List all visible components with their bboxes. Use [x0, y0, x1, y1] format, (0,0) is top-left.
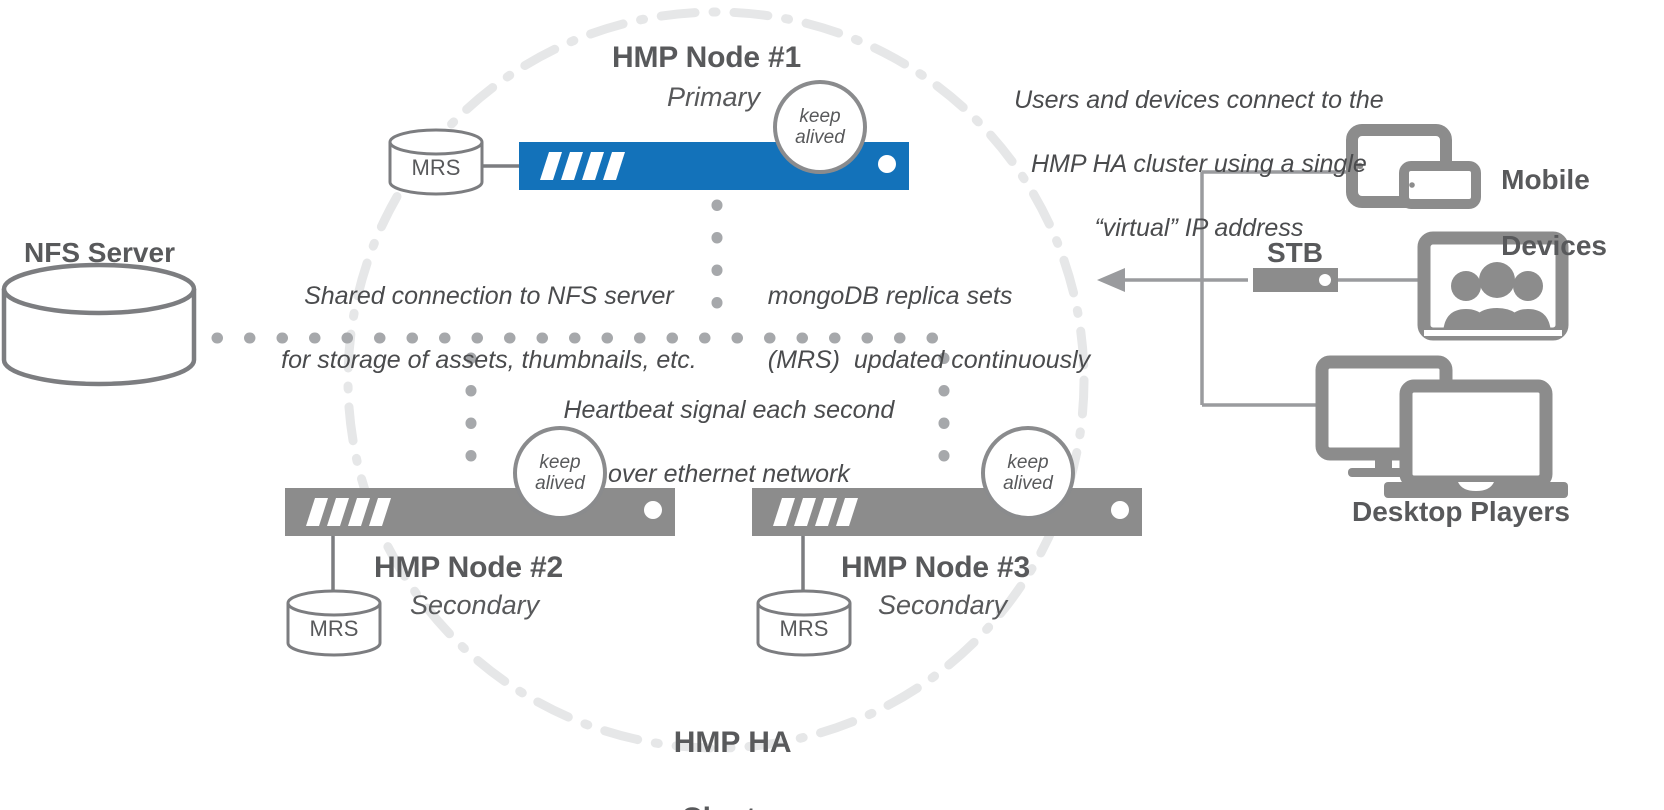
node3-mrs-label: MRS	[779, 616, 829, 641]
node3-keepalived-bubble	[981, 426, 1075, 520]
mobile-devices-label-line1: Mobile	[1501, 164, 1590, 195]
tablet-phone-icon	[1346, 124, 1481, 209]
node3-keepalived-label-line1: keep	[1007, 452, 1049, 473]
node1-keepalived-bubble	[773, 80, 867, 174]
node2-keepalived-label-line2: alived	[535, 473, 585, 494]
set-top-box-icon	[1253, 268, 1338, 292]
node1-vent-icon	[540, 152, 625, 180]
node1-title: HMP Node #1	[612, 41, 801, 74]
node1-led	[878, 155, 896, 173]
node2-keepalived-bubble	[513, 426, 607, 520]
node2-mrs-label: MRS	[309, 616, 359, 641]
nfs-server-icon	[1, 262, 197, 387]
cluster-label-line1: HMP HA	[673, 726, 792, 759]
heartbeat-annotation-line1: Heartbeat signal each second	[563, 396, 895, 424]
cluster-label-line2: Cluster	[681, 802, 784, 810]
node1-keepalived-label-line2: alived	[795, 127, 845, 148]
node2-chassis	[285, 488, 675, 536]
node3-keepalived-label-line2: alived	[1003, 473, 1053, 494]
desktop-players-label: Desktop Players	[1352, 496, 1570, 527]
node3-mrs-icon	[756, 589, 852, 657]
virtual-ip-annotation-line2: HMP HA cluster using a single	[1031, 150, 1367, 178]
node2-title: HMP Node #2	[374, 551, 563, 584]
node2-mrs-icon	[286, 589, 382, 657]
node3-chassis	[752, 488, 1142, 536]
desktop-laptop-icon	[1315, 355, 1568, 498]
nfs-shared-annotation-line1: Shared connection to NFS server	[304, 282, 674, 310]
virtual-ip-arrowhead	[1097, 268, 1125, 292]
mongo-annotation-line1: mongoDB replica sets	[767, 282, 1013, 310]
cluster-boundary-ring	[343, 7, 1089, 753]
node3-vent-icon	[773, 498, 858, 526]
node2-keepalived-label-line1: keep	[539, 452, 581, 473]
node3-role: Secondary	[878, 590, 1008, 620]
virtual-ip-annotation-line1: Users and devices connect to the	[1014, 86, 1384, 114]
node2-led	[644, 501, 662, 519]
virtual-ip-annotation-line3: “virtual” IP address	[1094, 214, 1304, 242]
node1-keepalived-label-line1: keep	[799, 106, 841, 127]
node1-role: Primary	[667, 82, 760, 112]
stb-label: STB	[1267, 237, 1323, 268]
node3-led	[1111, 501, 1129, 519]
node2-role: Secondary	[410, 590, 540, 620]
heartbeat-annotation-line2: over ethernet network	[608, 460, 850, 488]
node1-mrs-label: MRS	[411, 155, 461, 180]
nfs-shared-annotation-line2: for storage of assets, thumbnails, etc.	[281, 346, 697, 374]
node3-title: HMP Node #3	[841, 551, 1030, 584]
mobile-devices-label-line2: Devices	[1501, 230, 1607, 261]
node2-vent-icon	[306, 498, 391, 526]
tv-viewers-icon	[1417, 231, 1569, 341]
nfs-server-label: NFS Server	[24, 237, 175, 268]
node1-mrs-icon	[388, 128, 484, 196]
mongo-annotation-line2: (MRS) updated continuously	[767, 346, 1091, 374]
